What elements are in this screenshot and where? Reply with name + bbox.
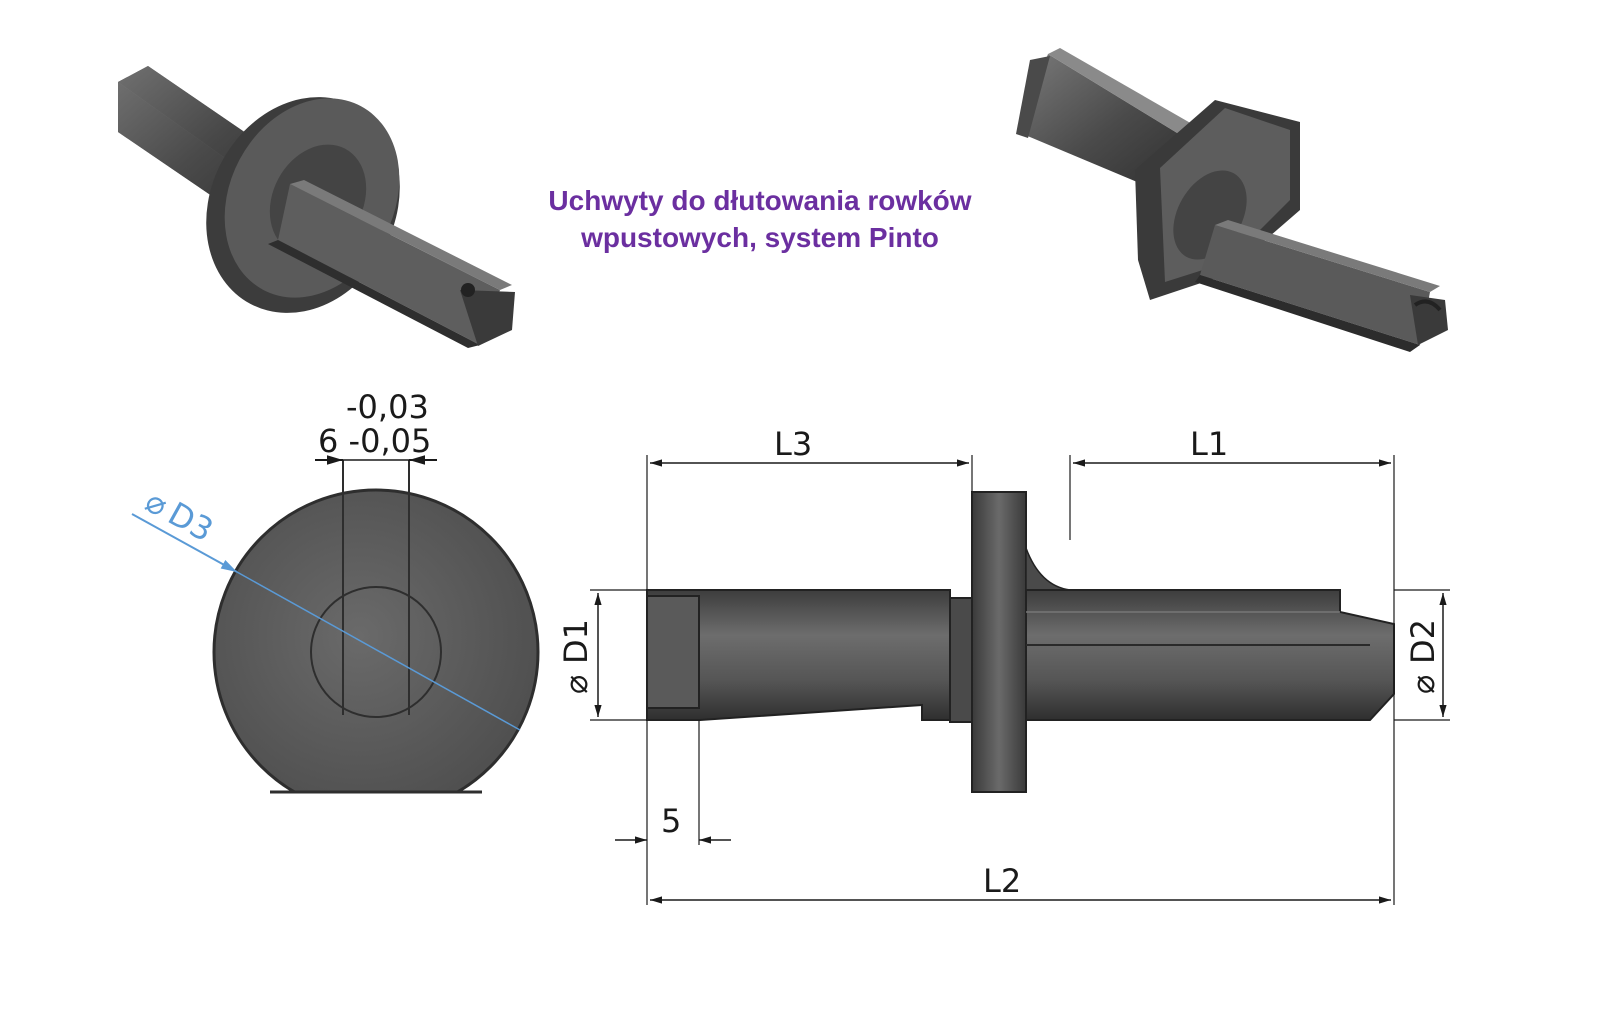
tolerance-upper: -0,03 <box>346 388 429 426</box>
d2-label: ⌀ D2 <box>1404 619 1442 694</box>
title-line-1: Uchwyty do dłutowania rowków <box>548 185 972 216</box>
l2-label: L2 <box>983 862 1021 900</box>
d2-diameter-symbol: ⌀ <box>1404 675 1442 694</box>
isometric-view-right <box>1016 48 1448 352</box>
l3-label: L3 <box>774 425 812 463</box>
d1-diameter-symbol: ⌀ <box>557 675 595 694</box>
d3-text: D3 <box>162 494 220 549</box>
d2-text: D2 <box>1404 619 1442 664</box>
isometric-view-left <box>118 66 515 348</box>
title-line-2: wpustowych, system Pinto <box>581 222 939 253</box>
d1-text: D1 <box>557 619 595 664</box>
length-5-label: 5 <box>661 802 681 840</box>
end-view <box>131 455 540 794</box>
d1-label: ⌀ D1 <box>557 619 595 694</box>
key-width-dimension: 6 -0,05 <box>318 422 431 460</box>
l1-label: L1 <box>1190 425 1228 463</box>
side-view <box>590 455 1450 905</box>
diagram-title: Uchwyty do dłutowania rowków wpustowych,… <box>440 182 1080 256</box>
